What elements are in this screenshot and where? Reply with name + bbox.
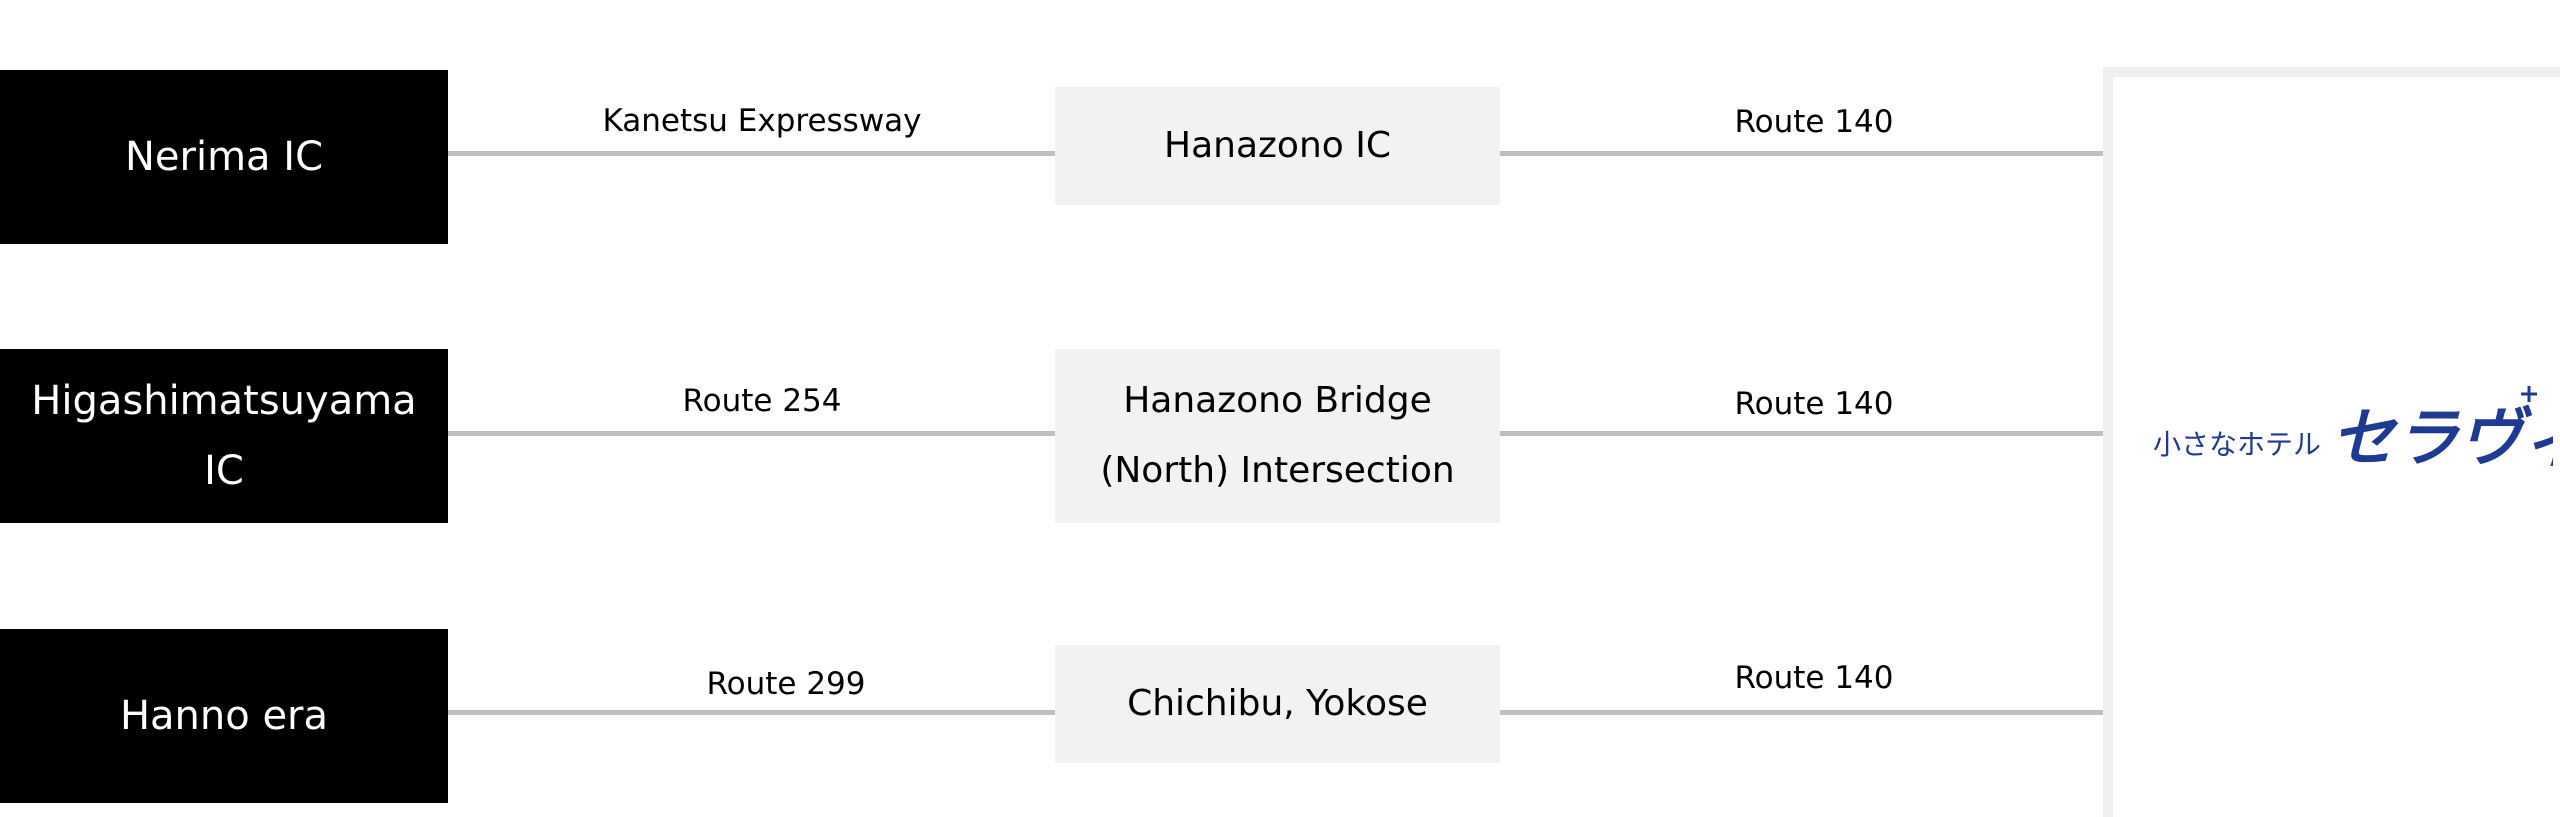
via-hanazono-bridge: Hanazono Bridge (North) Intersection	[1055, 349, 1500, 523]
sparkle-icon	[2521, 386, 2537, 402]
route-label: Route 299	[706, 666, 866, 702]
origin-higashimatsuyama-ic: Higashimatsuyama IC	[0, 349, 448, 523]
origin-nerima-ic: Nerima IC	[0, 70, 448, 244]
destination-hotel-panel: 小さなホテル セラヴィ	[2103, 67, 2560, 817]
route-label: Route 140	[1734, 660, 1894, 696]
route-label: Route 140	[1734, 386, 1894, 422]
via-chichibu-yokose: Chichibu, Yokose	[1055, 645, 1500, 763]
route-label: Route 254	[682, 383, 842, 419]
hotel-logo: 小さなホテル セラヴィ	[2153, 386, 2553, 476]
connector-line	[1500, 151, 2103, 156]
connector-line	[1500, 431, 2103, 436]
connector-line	[448, 710, 1055, 715]
logo-small-text: 小さなホテル	[2153, 428, 2321, 461]
route-label: Kanetsu Expressway	[602, 103, 922, 139]
logo-large-text: セラヴィ	[2331, 401, 2553, 476]
via-hanazono-ic: Hanazono IC	[1055, 87, 1500, 205]
connector-line	[1500, 710, 2103, 715]
connector-line	[448, 151, 1055, 156]
connector-line	[448, 431, 1055, 436]
route-label: Route 140	[1734, 104, 1894, 140]
origin-hanno-era: Hanno era	[0, 629, 448, 803]
